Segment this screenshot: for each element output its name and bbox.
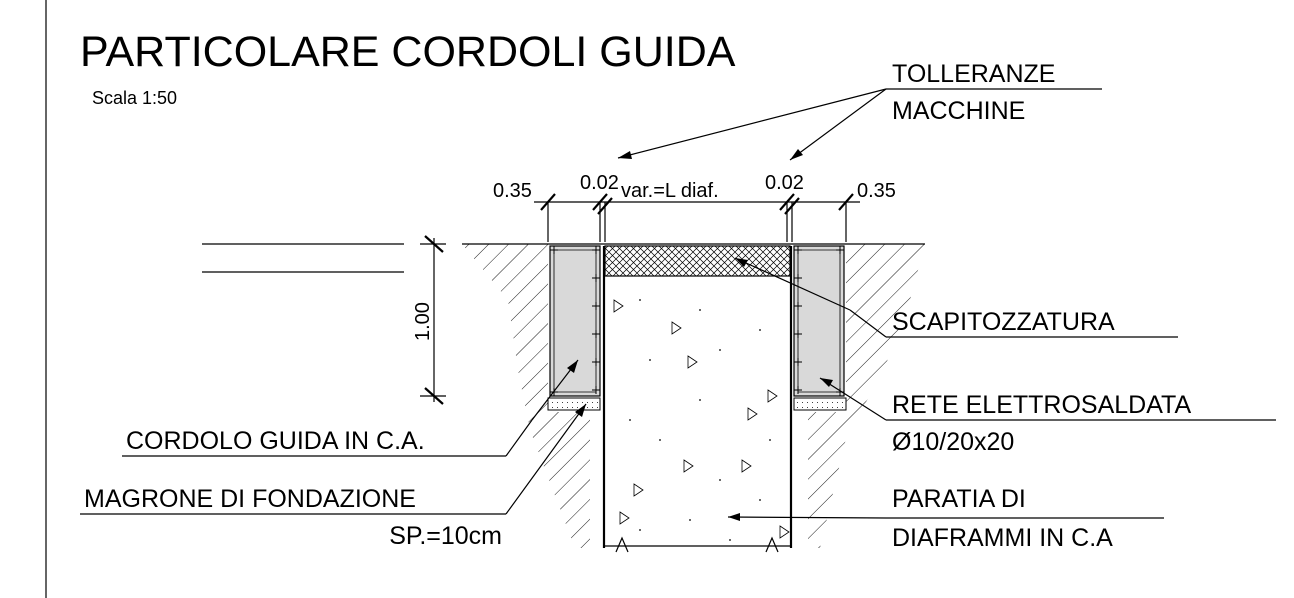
label-mesh-line2: Ø10/20x20 [892, 428, 1014, 456]
rebar-markers [550, 246, 844, 396]
concrete-aggregate-marks [613, 299, 790, 541]
scale-note: Scala 1:50 [92, 88, 177, 108]
dim-diaphragm-width: var.=L diaf. [621, 180, 719, 202]
label-mesh-line1: RETE ELETTROSALDATA [892, 391, 1191, 419]
label-tolerances-line2: MACCHINE [892, 97, 1025, 125]
diaphragm-wall [602, 246, 793, 553]
left-lean-concrete [547, 397, 601, 411]
dim-right-curb-width: 0.35 [857, 180, 896, 202]
dim-right-tolerance: 0.02 [765, 172, 804, 194]
dimension-chain [534, 193, 860, 242]
label-lean-line1: MAGRONE DI FONDAZIONE [84, 485, 416, 513]
left-guide-curb [549, 245, 601, 397]
scapitozzatura-zone [604, 245, 791, 277]
label-wall-line2: DIAFRAMMI IN C.A [892, 524, 1113, 552]
leader-lines [80, 88, 1276, 521]
drawing-title: PARTICOLARE CORDOLI GUIDA [80, 28, 736, 76]
label-tolerances-line1: TOLLERANZE [892, 60, 1055, 88]
label-scapitozzatura: SCAPITOZZATURA [892, 308, 1115, 336]
label-lean-line2: SP.=10cm [389, 522, 502, 550]
left-curb-rebar [553, 249, 597, 393]
height-dimension [420, 235, 446, 405]
dim-left-tolerance: 0.02 [580, 172, 619, 194]
dim-left-curb-width: 0.35 [493, 180, 532, 202]
soil-hatch [462, 244, 925, 548]
dim-curb-height: 1.00 [412, 302, 434, 341]
right-guide-curb [793, 245, 845, 397]
label-curb: CORDOLO GUIDA IN C.A. [126, 427, 425, 455]
right-lean-concrete [793, 397, 847, 411]
label-wall-line1: PARATIA DI [892, 485, 1026, 513]
right-curb-rebar [797, 249, 841, 393]
